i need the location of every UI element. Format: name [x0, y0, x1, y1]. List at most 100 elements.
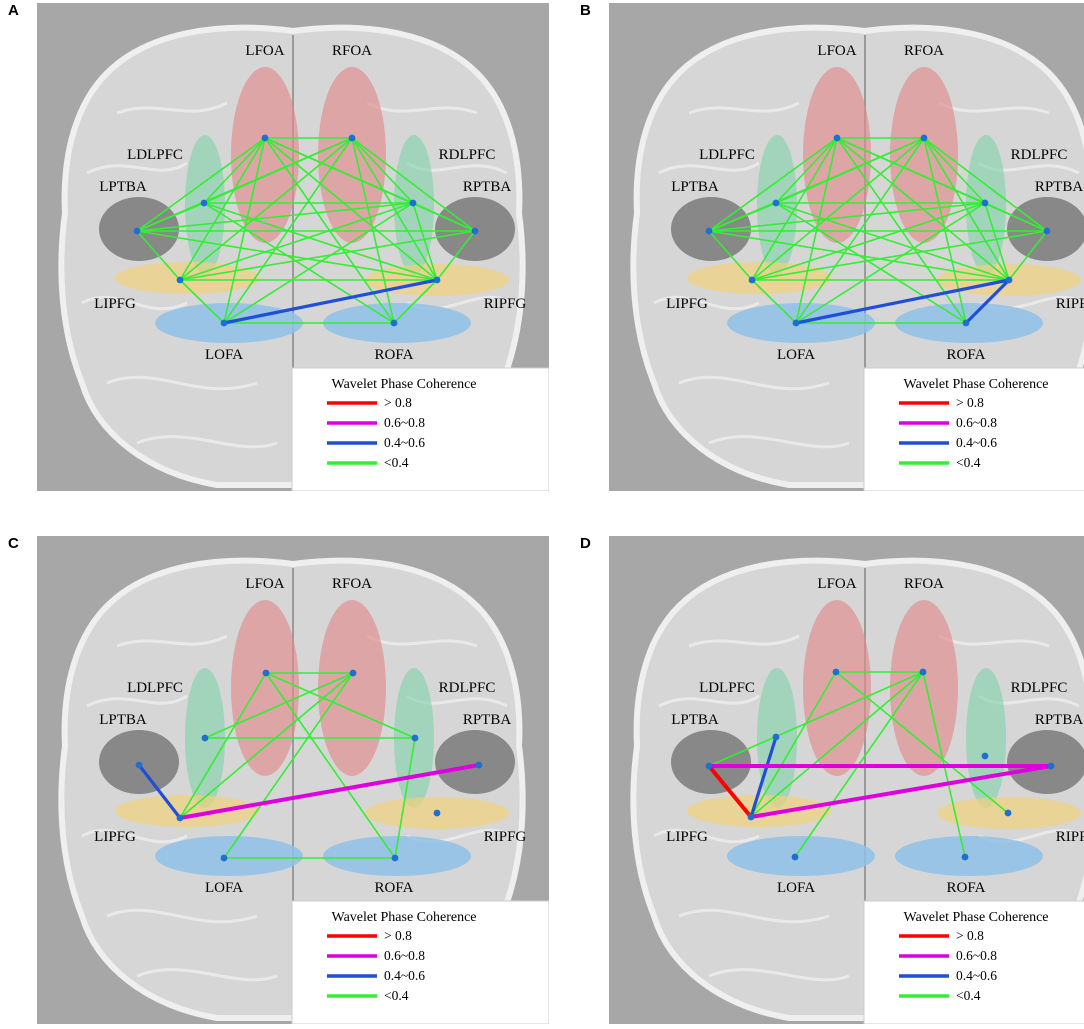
region-label-rptba: RPTBA	[1035, 179, 1084, 195]
region-label-rfoa: RFOA	[332, 576, 372, 592]
region-label-ldlpfc: LDLPFC	[699, 147, 755, 163]
legend-label: > 0.8	[384, 928, 412, 943]
legend-box	[863, 900, 1084, 1025]
node-ldlpfc	[772, 733, 780, 741]
node-rofa	[961, 853, 969, 861]
edge-lptba-lipfg	[136, 230, 181, 281]
brain-network-diagram: LFOARFOALDLPFCRDLPFCLPTBARPTBALIPFGRIPFG…	[609, 3, 1084, 492]
node-rofa	[391, 854, 399, 862]
brain-gyrus	[81, 295, 188, 311]
region-label-rptba: RPTBA	[463, 712, 512, 728]
node-rfoa	[349, 669, 357, 677]
legend-label: 0.4~0.6	[384, 968, 425, 983]
node-rfoa	[348, 134, 356, 142]
region-label-lofa: LOFA	[205, 347, 243, 363]
region-lfoa	[231, 67, 299, 243]
legend-label: 0.4~0.6	[956, 968, 997, 983]
node-lfoa	[261, 134, 269, 142]
edge-lptba-lipfg	[137, 763, 182, 820]
node-rptba	[471, 227, 479, 235]
panel-d: LFOARFOALDLPFCRDLPFCLPTBARPTBALIPFGRIPFG…	[609, 536, 1084, 1029]
region-label-rofa: ROFA	[947, 880, 986, 896]
node-rfoa	[919, 668, 927, 676]
legend: Wavelet Phase Coherence> 0.80.6~0.80.4~0…	[863, 367, 1084, 492]
legend-box	[291, 367, 550, 492]
edge-ripfg-rofa	[393, 279, 438, 324]
region-lofa	[155, 836, 303, 876]
edge-lipfg-rptba	[749, 764, 1053, 819]
edge-lipfg-rptba	[178, 763, 481, 820]
region-label-lofa: LOFA	[777, 880, 815, 896]
legend-label: 0.6~0.8	[956, 948, 997, 963]
brain-gyrus	[678, 375, 830, 391]
node-rdlpfc	[411, 734, 419, 742]
legend-label: <0.4	[384, 455, 409, 470]
node-lipfg	[747, 813, 755, 821]
node-rdlpfc	[409, 199, 417, 207]
edge-rdlpfc-ripfg	[984, 202, 1010, 281]
region-label-rfoa: RFOA	[904, 576, 944, 592]
node-rofa	[962, 319, 970, 327]
region-label-rptba: RPTBA	[1035, 712, 1084, 728]
region-rfoa	[890, 600, 958, 776]
edge-lfoa-lptba	[136, 137, 266, 232]
brain-gyrus	[708, 968, 850, 982]
node-lofa	[220, 854, 228, 862]
region-label-rdlpfc: RDLPFC	[1011, 680, 1068, 696]
edge-lptba-ripfg	[136, 230, 438, 281]
region-lfoa	[803, 600, 871, 776]
legend-label: > 0.8	[956, 395, 984, 410]
region-label-lofa: LOFA	[205, 880, 243, 896]
legend-box	[291, 900, 550, 1025]
brain-gyrus	[653, 828, 760, 844]
edge-lfoa-lipfg	[179, 672, 267, 819]
edge-rfoa-lipfg	[751, 137, 925, 281]
node-rptba	[1047, 762, 1055, 770]
node-lptba	[133, 227, 141, 235]
edge-lptba-lipfg	[707, 764, 753, 819]
edge-rfoa-lofa	[223, 672, 354, 859]
node-lofa	[792, 319, 800, 327]
brain-gyrus	[678, 908, 830, 924]
brain-gyrus	[658, 161, 760, 175]
legend-label: 0.4~0.6	[384, 435, 425, 450]
node-lfoa	[833, 134, 841, 142]
region-rfoa	[318, 600, 386, 776]
legend-label: > 0.8	[384, 395, 412, 410]
brain-gyrus	[688, 634, 800, 648]
region-label-rofa: ROFA	[375, 880, 414, 896]
edge-lfoa-ripfg	[835, 671, 1009, 814]
legend-label: 0.6~0.8	[384, 948, 425, 963]
region-rofa	[895, 836, 1043, 876]
edge-rptba-ripfg	[436, 230, 476, 281]
node-lptba	[705, 227, 713, 235]
edge-lptba-rdlpfc	[136, 202, 414, 232]
region-label-rdlpfc: RDLPFC	[1011, 147, 1068, 163]
edge-lipfg-lofa	[751, 279, 797, 324]
region-label-lipfg: LIPFG	[94, 296, 136, 312]
region-label-lipfg: LIPFG	[666, 296, 708, 312]
node-lipfg	[176, 276, 184, 284]
edge-rdlpfc-lofa	[795, 202, 986, 324]
edge-ldlpfc-lipfg	[749, 735, 778, 819]
panel-letter-d: D	[580, 535, 591, 552]
brain-network-diagram: LFOARFOALDLPFCRDLPFCLPTBARPTBALIPFGRIPFG…	[609, 536, 1084, 1025]
legend-title: Wavelet Phase Coherence	[331, 377, 476, 392]
region-rptba	[435, 730, 515, 794]
edge-lfoa-rofa	[265, 672, 396, 859]
edge-rfoa-lipfg	[179, 137, 353, 281]
brain-gyrus	[116, 101, 228, 115]
region-label-lfoa: LFOA	[245, 43, 284, 59]
region-label-rptba: RPTBA	[463, 179, 512, 195]
region-rptba	[1007, 730, 1084, 794]
edge-lfoa-lptba	[708, 137, 838, 232]
node-ldlpfc	[772, 199, 780, 207]
region-label-rofa: ROFA	[375, 347, 414, 363]
edge-rdlpfc-rofa	[394, 737, 416, 859]
region-label-lptba: LPTBA	[671, 179, 719, 195]
brain-gyrus	[106, 375, 258, 391]
